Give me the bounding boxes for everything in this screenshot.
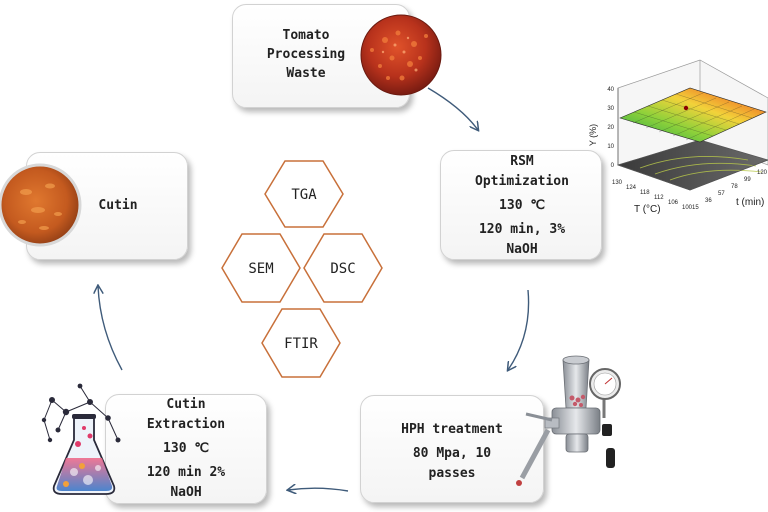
hph-line-2: 80 Mpa, 10 [412, 446, 492, 461]
technique-sem: SEM [248, 261, 273, 277]
rsm-line-2: Optimization [475, 174, 569, 189]
cutin-label: Cutin [78, 196, 158, 215]
y-tick-15: 15 [692, 205, 699, 211]
extraction-line-1: Cutin [166, 397, 206, 412]
tomato-line-3: Waste [286, 66, 326, 81]
x-tick-106: 106 [668, 200, 679, 206]
y-axis-label: t (min) [736, 197, 764, 208]
hph-machine-icon [516, 355, 621, 486]
hph-label: HPH treatment 80 Mpa, 10 passes [370, 420, 534, 484]
z-tick-10: 10 [607, 144, 614, 150]
y-tick-36: 36 [705, 198, 712, 204]
y-tick-120: 120 [757, 170, 768, 176]
technique-dsc: DSC [330, 261, 355, 277]
z-tick-20: 20 [607, 125, 614, 131]
extraction-line-4: 120 min 2% [146, 465, 226, 480]
rsm-card [440, 150, 602, 260]
technique-ftir: FTIR [284, 336, 318, 352]
x-tick-118: 118 [640, 190, 650, 196]
arrow-extraction-to-cutin [98, 286, 123, 371]
hph-line-1: HPH treatment [401, 422, 503, 437]
optimum-point [683, 105, 689, 111]
x-tick-124: 124 [626, 185, 637, 191]
hph-line-3: passes [428, 466, 476, 481]
arrow-tomato-to-rsm [427, 87, 478, 130]
technique-tga: TGA [291, 187, 317, 203]
y-tick-99: 99 [744, 177, 751, 183]
rsm-label: RSM Optimization 130 ℃ 120 min, 3% NaOH [448, 152, 596, 260]
hexagon-ftir [261, 308, 341, 378]
techniques-cluster: TGA SEM DSC FTIR [221, 160, 383, 378]
y-tick-78: 78 [731, 184, 738, 190]
tomato-waste-photo [360, 14, 442, 96]
hexagon-tga [264, 160, 344, 228]
rsm-line-1: RSM [510, 154, 534, 169]
extraction-line-2: Extraction [146, 417, 226, 432]
cutin-extraction-label: Cutin Extraction 130 ℃ 120 min 2% NaOH [108, 395, 264, 503]
cutin-line-1: Cutin [98, 198, 138, 213]
extraction-line-5: NaOH [170, 485, 202, 500]
cutin-photo [0, 163, 82, 247]
hexagon-sem [221, 233, 301, 303]
x-axis-label: T (°C) [634, 204, 661, 215]
response-surface-plot: Y (%) 40 30 20 10 0 130 124 118 112 106 … [588, 59, 768, 215]
z-tick-40: 40 [607, 87, 614, 93]
extraction-line-3: 130 ℃ [163, 441, 209, 456]
tomato-waste-label: Tomato Processing Waste [246, 26, 366, 83]
tomato-line-2: Processing [266, 47, 346, 62]
hexagon-dsc [303, 233, 383, 303]
y-tick-57: 57 [718, 191, 725, 197]
rsm-line-3: 130 ℃ [499, 198, 545, 213]
z-axis-label: Y (%) [588, 124, 598, 146]
z-tick-30: 30 [607, 106, 614, 112]
flask-icon [41, 383, 121, 495]
x-tick-100: 100 [682, 205, 693, 211]
hph-card [360, 395, 544, 503]
arrow-rsm-to-hph [508, 289, 530, 370]
z-tick-0: 0 [611, 163, 615, 169]
x-tick-130: 130 [612, 180, 623, 186]
cutin-extraction-card [105, 394, 267, 504]
x-tick-112: 112 [654, 195, 664, 201]
tomato-line-1: Tomato [282, 28, 330, 43]
rsm-line-5: NaOH [506, 242, 538, 257]
rsm-line-4: 120 min, 3% [478, 222, 566, 237]
arrow-hph-to-extraction [288, 488, 349, 491]
